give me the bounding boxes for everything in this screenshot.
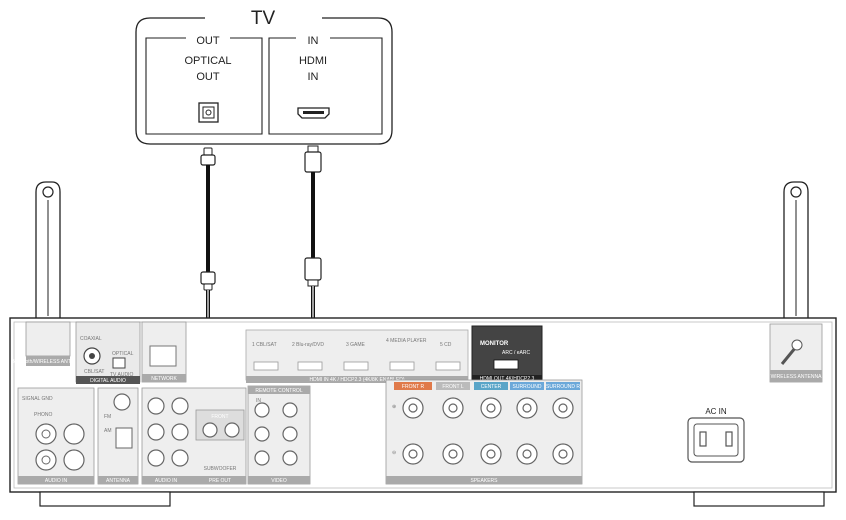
optical-port-icon <box>198 102 219 123</box>
cbl-sat-label: CBL/SAT <box>84 369 104 375</box>
monitor-label: MONITOR <box>480 341 509 347</box>
coaxial-label: COAXIAL <box>80 336 102 342</box>
fm-label: FM <box>104 414 111 420</box>
hdmi-in-4-label: 4 MEDIA PLAYER <box>386 338 427 344</box>
speaker-terminals <box>402 397 574 465</box>
plus-sign: ⊕ <box>392 404 396 410</box>
surround-r-label: SURROUND R <box>546 384 580 390</box>
antenna-label: ANTENNA <box>106 478 131 484</box>
tv-optical-out-label-1: OPTICAL <box>184 55 231 67</box>
foot-right <box>693 491 825 507</box>
wireless-antenna-label: WIRELESS ANTENNA <box>771 374 823 380</box>
front-preout-label: FRONT <box>211 414 228 420</box>
tv-out-header: OUT <box>196 35 220 47</box>
video-label: VIDEO <box>271 478 287 484</box>
hdmi-in-3-label: 3 GAME <box>346 342 366 348</box>
ir-in-label: IN <box>256 398 261 404</box>
remote-control-label: REMOTE CONTROL <box>255 388 302 394</box>
tv-in-header: IN <box>308 35 319 47</box>
bluetooth-antenna-label: Bluetooth/WIRELESS ANTENNA <box>11 359 85 365</box>
subwoofer-label: SUBWOOFER <box>204 466 237 472</box>
left-antenna <box>35 181 61 320</box>
av-receiver: Bluetooth/WIRELESS ANTENNA WIRELESS ANTE… <box>9 317 837 507</box>
tv-optical-out-label-2: OUT <box>196 71 220 83</box>
optical-jack <box>112 357 126 369</box>
minus-sign: ⊖ <box>392 450 396 456</box>
hdmi-in-caption: HDMI IN 4K / HDCP2.3 (4K/8K ENABLED) <box>309 377 404 383</box>
optical-label: OPTICAL <box>112 351 134 357</box>
ac-in-label: AC IN <box>705 407 727 416</box>
phono-label: PHONO <box>34 412 52 418</box>
digital-audio-label: DIGITAL AUDIO <box>90 378 126 384</box>
arc-earc-label: ARC / eARC <box>502 350 530 356</box>
hdmi-in-5-label: 5 CD <box>440 342 452 348</box>
hdmi-in-2-label: 2 Blu-ray/DVD <box>292 342 324 348</box>
center-label: CENTER <box>481 384 502 390</box>
audio-in-2-label: AUDIO IN <box>155 478 178 484</box>
hdmi-in-1-label: 1 CBL/SAT <box>252 342 277 348</box>
surround-label: SURROUND <box>513 384 542 390</box>
hdmi-port-icon <box>297 107 330 119</box>
front-l-label: FRONT L <box>442 384 464 390</box>
ac-inlet <box>687 417 745 463</box>
front-r-label: FRONT R <box>402 384 425 390</box>
foot-left <box>39 491 171 507</box>
tv-title: TV <box>251 8 276 29</box>
tv-hdmi-in-label-1: HDMI <box>299 55 327 67</box>
hdmi-out-caption: HDMI OUT 4K/HDCP2.3 <box>480 376 535 382</box>
speakers-label: SPEAKERS <box>471 478 499 484</box>
signal-gnd-label: SIGNAL GND <box>22 396 53 402</box>
network-label: NETWORK <box>151 376 177 382</box>
tv-audio-label: TV AUDIO <box>110 372 133 378</box>
am-label: AM <box>104 428 112 434</box>
front-r-tag <box>394 382 432 390</box>
pre-out-label: PRE OUT <box>209 478 231 484</box>
speakers-block <box>385 379 583 485</box>
tv-unit: TV OUT OPTICAL OUT IN HDMI IN <box>135 8 393 145</box>
tv-hdmi-in-label-2: IN <box>308 71 319 83</box>
audio-in-label: AUDIO IN <box>45 478 68 484</box>
right-antenna <box>783 181 809 320</box>
